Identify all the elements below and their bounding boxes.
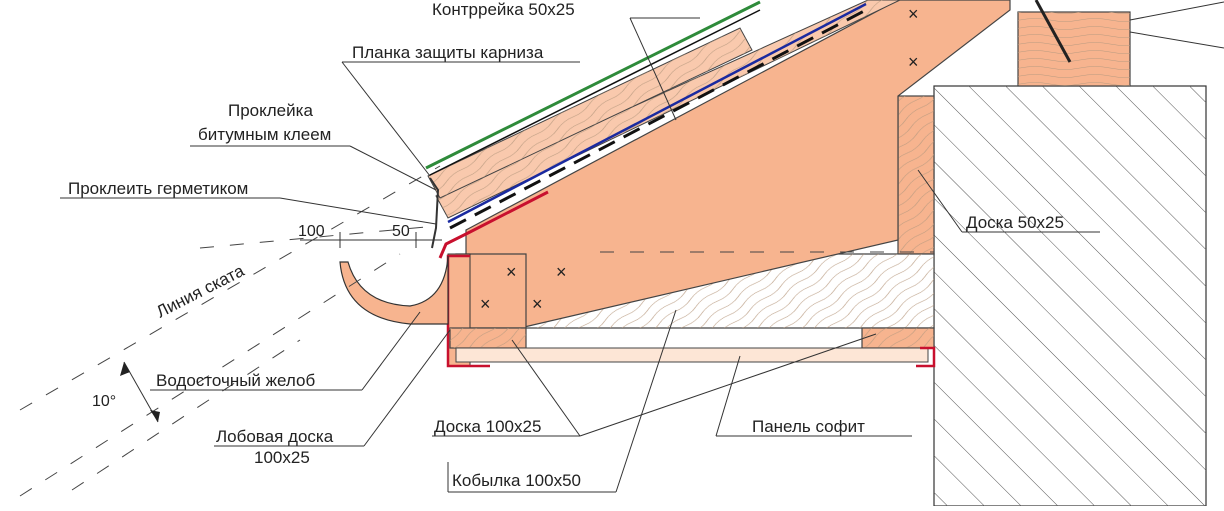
membrane-layers	[425, 0, 867, 230]
leader-lines	[60, 0, 1224, 493]
cross-mark: ×	[908, 4, 919, 24]
board-50x25	[897, 95, 935, 255]
cross-mark: ×	[480, 294, 491, 314]
dimension-50: 50	[392, 223, 410, 240]
eaves-drip-edge	[429, 177, 549, 259]
label-eaves-strip: Планка защиты карниза	[352, 43, 544, 62]
cross-mark: ×	[556, 262, 567, 282]
brick-wall	[933, 85, 1207, 507]
dimension-angle: 10°	[92, 393, 116, 410]
label-fascia-1: Лобовая доска	[216, 427, 334, 446]
label-bitumen-glue-1: Проклейка	[228, 101, 313, 120]
label-soffit: Панель софит	[752, 417, 865, 436]
wall-plate-beam	[1017, 11, 1131, 87]
label-counter-batten: Контррейка 50х25	[432, 0, 575, 19]
label-board-50x25: Доска 50х25	[966, 213, 1064, 232]
cross-mark: ×	[908, 52, 919, 72]
label-sealant: Проклеить герметиком	[68, 179, 248, 198]
label-bitumen-glue-2: битумным клеем	[198, 125, 331, 144]
filly-board: × × × × × ×	[455, 4, 919, 329]
label-fascia-2: 100х25	[254, 448, 310, 467]
board-100x25	[449, 327, 935, 349]
cross-mark: ×	[532, 294, 543, 314]
label-filly: Кобылка 100х50	[452, 471, 581, 490]
label-board-100x25: Доска 100х25	[434, 417, 541, 436]
cross-mark: ×	[506, 262, 517, 282]
label-slope-line: Линия ската	[153, 261, 248, 322]
label-gutter: Водосточный желоб	[156, 371, 315, 390]
soffit-panel	[455, 346, 936, 368]
dimension-lines	[120, 232, 442, 423]
dimension-100: 100	[298, 223, 325, 240]
gutter	[339, 255, 449, 325]
slope-lines	[19, 165, 934, 497]
